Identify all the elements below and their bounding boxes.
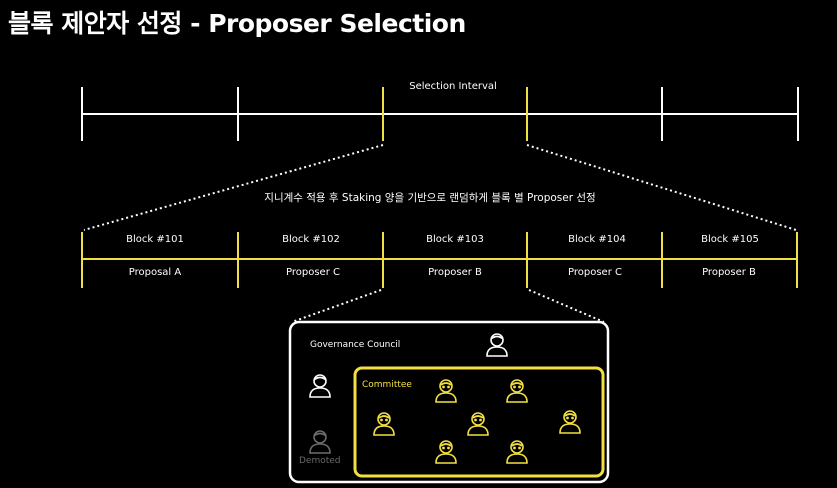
proposer-label: Proposer B [428, 267, 482, 278]
zoom-lines-top [83, 144, 797, 231]
block-label: Block #104 [568, 234, 626, 245]
committee-member-icon [557, 408, 583, 434]
committee-box [353, 366, 605, 478]
block-label: Block #103 [426, 234, 484, 245]
council-leader-person-icon [484, 331, 510, 357]
proposer-label: Proposer C [568, 267, 622, 278]
council-member-person-icon [307, 372, 333, 398]
committee-member-icon [504, 438, 530, 464]
committee-member-icon [433, 377, 459, 403]
proposer-label: Proposer B [702, 267, 756, 278]
block-label: Block #101 [126, 234, 184, 245]
committee-member-icon [433, 438, 459, 464]
governance-council-label: Governance Council [310, 340, 401, 350]
selection-description: 지니계수 적용 후 Staking 양을 기반으로 랜덤하게 블록 별 Prop… [264, 192, 596, 204]
selection-interval-timeline [81, 87, 799, 141]
block-label: Block #105 [701, 234, 759, 245]
selection-interval-label: Selection Interval [409, 81, 497, 92]
demoted-label: Demoted [299, 456, 341, 466]
page-title: 블록 제안자 선정 - Proposer Selection [8, 9, 466, 38]
zoom-lines-bottom [291, 289, 605, 323]
block-timeline [81, 232, 798, 288]
governance-council-box [288, 320, 610, 484]
demoted-person-icon [307, 428, 333, 454]
committee-member-icon [371, 410, 397, 436]
committee-member-icon [504, 377, 530, 403]
committee-member-icon [465, 410, 491, 436]
proposer-label: Proposal A [128, 267, 182, 278]
proposer-label: Proposer C [286, 267, 340, 278]
block-label: Block #102 [282, 234, 340, 245]
committee-label: Committee [362, 380, 412, 390]
